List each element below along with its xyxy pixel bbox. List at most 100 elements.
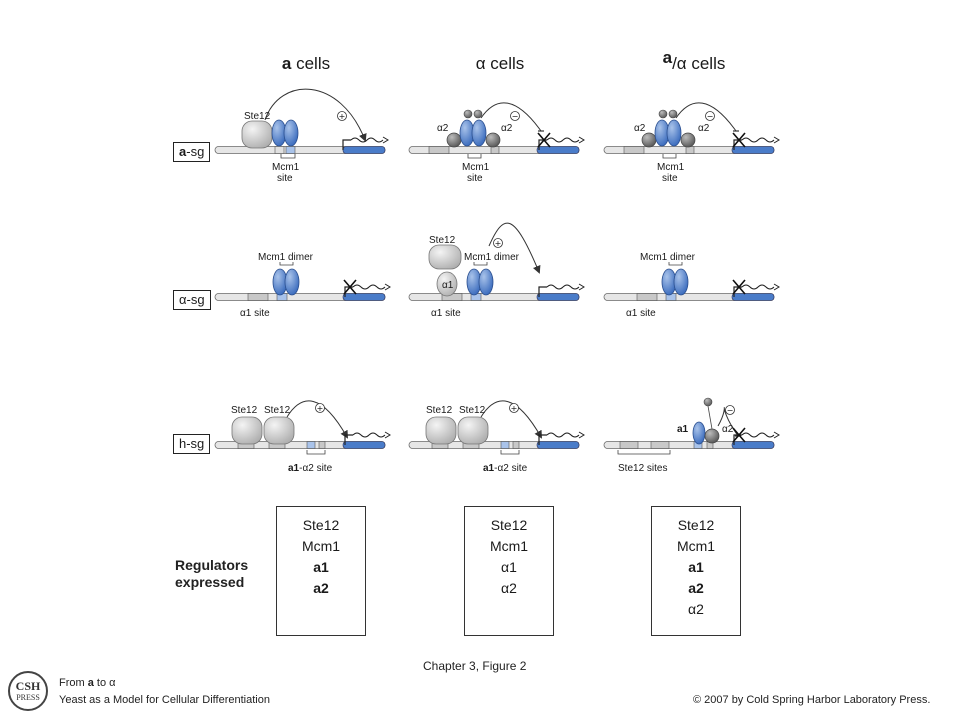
binding-site [428,146,450,154]
regulators-box-alpha-cells: Ste12 Mcm1 α1 α2 [464,506,554,636]
label-alpha2: α2 [437,123,449,134]
alpha2-nterm-icon [473,109,483,119]
header-a-cells: a cells [281,54,331,73]
label-alpha1-site: α1 site [626,308,656,319]
transcript-arrowhead [578,136,585,144]
row-label-h-sg: h-sg [173,434,211,454]
transcript-arrowhead [384,431,391,439]
regulation-sign-icon [315,403,325,413]
regulation-sign-text: + [495,239,502,248]
alpha1-protein [436,271,458,297]
label-mcm1-dimer: Mcm1 dimer [640,252,696,263]
transcript-squiggle [546,432,580,438]
mcm1-protein [666,119,682,147]
transcript-arrowhead [773,431,780,439]
transcript-squiggle [352,432,386,438]
promoter-arrow [538,434,547,445]
site-bracket [500,450,520,455]
label-ste12: Ste12 [426,405,453,416]
gene-coding-region [342,146,386,154]
promoter-arrow [342,139,351,150]
binding-site [619,441,639,449]
regulator-item: Mcm1 [676,538,716,554]
ste12-protein [425,416,457,445]
ste12-protein [263,416,295,445]
label-mcm1-dimer: Mcm1 dimer [258,252,314,263]
label-a1: a1 [677,424,689,435]
transcript-squiggle [546,284,580,290]
regulator-item: a1 [688,559,704,575]
regulators-heading: Regulators expressed [175,557,249,590]
label-ste12-sites: Ste12 sites [618,463,668,474]
label-site: site [277,173,293,184]
transcript-squiggle [741,284,775,290]
label-ste12: Ste12 [459,405,486,416]
label-alpha2: α2 [501,123,513,134]
copyright: © 2007 by Cold Spring Harbor Laboratory … [693,694,931,706]
label-mcm1: Mcm1 [462,162,490,173]
label-alpha2: α2 [722,424,734,435]
label-ste12: Ste12 [231,405,258,416]
regulatory-diagram: +−−+++− [214,88,780,455]
gene-coding-region [536,293,580,301]
mcm1-protein [283,119,299,147]
binding-site [636,293,658,301]
transcript-arrowhead [578,431,585,439]
regulation-sign-icon [725,405,735,415]
binding-site [623,146,645,154]
regulator-item: Ste12 [302,517,340,533]
site-bracket [467,154,482,159]
alpha2-nterm-icon [658,109,668,119]
repression-cross-icon [732,132,746,148]
activation-arrow [480,400,542,439]
ste12-protein [428,244,462,270]
site-bracket [306,450,326,455]
repression-arc [717,407,739,437]
binding-site [512,441,520,449]
label-alpha2: α2 [698,123,710,134]
row-label-alpha-sg: α-sg [173,290,211,310]
alpha2-protein [641,132,657,148]
alpha2-protein [680,132,696,148]
alpha2-nterm-icon [703,397,713,407]
transcript-squiggle [741,432,775,438]
regulator-item: Ste12 [677,517,715,533]
alpha2-linker [707,405,713,430]
regulator-item: α1 [501,559,517,575]
label-alpha1: α1 [442,280,454,291]
regulation-sign-text: − [727,406,734,415]
regulation-sign-icon [509,403,519,413]
regulation-sign-text: − [707,112,714,121]
mcm1-protein [284,268,300,296]
transcript-arrowhead [578,283,585,291]
label-alpha2: α2 [634,123,646,134]
alpha2-nterm-icon [668,109,678,119]
a1-protein [692,421,706,445]
label-site: site [662,173,678,184]
regulation-sign-icon [510,111,520,121]
regulation-sign-text: + [339,112,346,121]
activation-arrow [264,88,367,142]
label-ste12: Ste12 [244,111,271,122]
repression-arc [675,102,737,132]
alpha2-protein [704,428,720,444]
dimer-bracket [668,262,683,266]
regulators-box-a-alpha-cells: Ste12 Mcm1 a1 a2 α2 [651,506,741,636]
site-bracket [662,154,677,159]
binding-site [685,146,695,154]
mcm1-protein [673,268,689,296]
regulators-box-a-cells: Ste12 Mcm1 a1 a2 [276,506,366,636]
repression-cross-icon [732,427,746,443]
figure-caption: Chapter 3, Figure 2 [423,659,527,673]
label-ste12: Ste12 [429,235,456,246]
label-a1-alpha2-site: a1-α2 site [288,463,333,474]
label-mcm1: Mcm1 [657,162,685,173]
repression-arc [480,102,542,132]
label-site: site [467,173,483,184]
regulator-item: a2 [688,580,704,596]
alpha2-protein [446,132,462,148]
transcript-squiggle [350,137,384,143]
binding-site [650,441,670,449]
binding-site [285,146,296,154]
